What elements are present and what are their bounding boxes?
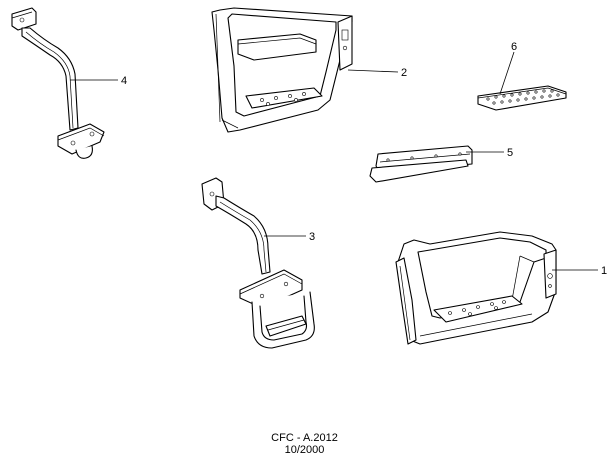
drawing-code: CFC - A.2012: [271, 432, 338, 444]
callout-4: 4: [121, 75, 127, 87]
callout-numbers: 4 2 6 5 3 1: [121, 41, 607, 277]
part-5-trim-strip: [369, 145, 473, 183]
drawing-date: 10/2000: [284, 444, 325, 456]
leader-6: [499, 51, 515, 95]
leader-lines: [70, 51, 598, 271]
part-6-perforated-tread-plate: [477, 85, 567, 111]
perforations: [486, 89, 560, 105]
callout-5: 5: [507, 147, 513, 159]
callout-3: 3: [309, 231, 315, 243]
leader-2: [347, 69, 399, 73]
callout-6: 6: [511, 41, 517, 53]
part-3-step-bracket-with-tread: [201, 177, 315, 349]
part-1-step-well: [395, 231, 557, 345]
part-2-step-well: [211, 7, 353, 133]
part-4-step-bracket: [11, 7, 105, 159]
callout-2: 2: [401, 67, 407, 79]
callout-1: 1: [601, 265, 607, 277]
